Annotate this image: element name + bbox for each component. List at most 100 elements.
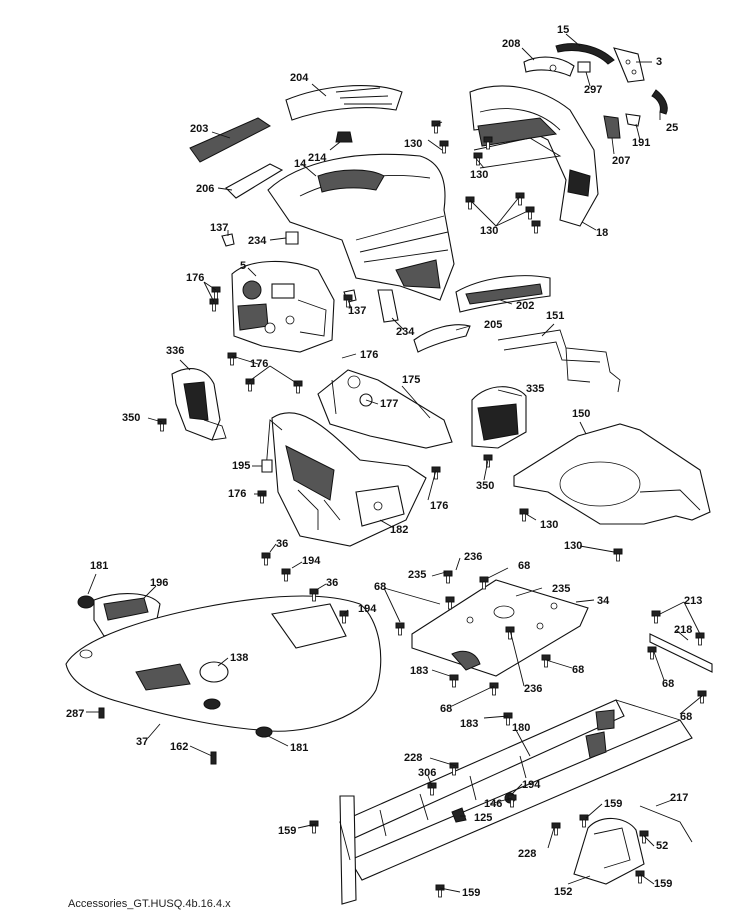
bolt-icon [465,196,475,210]
part-25-hook [651,89,668,115]
callout-36: 36 [326,577,339,589]
bolt-icon [157,418,167,432]
callout-177: 177 [380,398,399,410]
leader-lines [86,33,703,893]
part-297-bulb [577,61,591,73]
callout-195: 195 [232,460,251,472]
part-206-side-trim [225,163,284,199]
bolt-icon [309,820,319,834]
part-5-dashboard [231,260,335,353]
callout-335: 335 [526,383,545,395]
part-3-bracket [613,47,645,83]
callout-130: 130 [480,225,499,237]
bolt-icon [519,508,529,522]
bolt-icon [395,622,405,636]
callout-235: 235 [408,569,427,581]
part-191-clip [625,113,641,127]
bolt-icon [309,588,319,602]
callout-236: 236 [524,683,543,695]
bolt-icon [697,690,707,704]
callout-213: 213 [684,595,703,607]
callout-52: 52 [656,840,669,852]
callout-15: 15 [557,24,570,36]
callout-207: 207 [612,155,631,167]
callout-208: 208 [502,38,521,50]
callout-68: 68 [518,560,531,572]
callout-228: 228 [404,752,423,764]
part-181-grommet-b [255,726,273,738]
bolt-icon [281,568,291,582]
callout-68: 68 [440,703,453,715]
bolt-icon [551,822,561,836]
callout-204: 204 [290,72,309,84]
bolt-icon [483,136,493,150]
callout-183: 183 [410,665,429,677]
callout-68: 68 [662,678,675,690]
part-234-decal-a [285,231,299,245]
bolt-icon [431,120,441,134]
bolt-icon [445,596,455,610]
callout-14: 14 [294,158,307,170]
callout-130: 130 [540,519,559,531]
bolt-icon [439,140,449,154]
callout-194: 194 [522,779,541,791]
part-18-front-hood [469,85,599,227]
bolt-icon [209,298,219,312]
callout-68: 68 [680,711,693,723]
part-180-frame [339,699,693,905]
callout-130: 130 [470,169,489,181]
part-150-pan [513,423,711,525]
callout-214: 214 [308,152,327,164]
part-181-grommet-a [77,595,95,609]
callout-159: 159 [654,878,673,890]
callout-176: 176 [186,272,205,284]
footer-text: Accessories_GT.HUSQ.4b.16.4.x [68,898,231,910]
callout-194: 194 [358,603,377,615]
bolt-icon [257,490,267,504]
part-287-screw [98,707,105,719]
callout-68: 68 [572,664,585,676]
bolt-icon [635,870,645,884]
callout-151: 151 [546,310,565,322]
callout-228: 228 [518,848,537,860]
part-195-spacer [261,459,273,473]
part-34-mount-plate [411,579,589,677]
callout-287: 287 [66,708,85,720]
bolt-icon [211,286,221,300]
callout-181: 181 [290,742,309,754]
bolt-icon [245,378,255,392]
callout-130: 130 [564,540,583,552]
callout-68: 68 [374,581,387,593]
callout-205: 205 [484,319,503,331]
part-214-screw [335,131,353,143]
bolt-icon [261,552,271,566]
callout-180: 180 [512,722,531,734]
bolt-icon [449,674,459,688]
bolt-icon [651,610,661,624]
bolt-icon [503,712,513,726]
part-202-grille [455,275,551,313]
callout-25: 25 [666,122,679,134]
callout-176: 176 [250,358,269,370]
part-182-console [265,412,427,547]
bolt-icon [293,380,303,394]
fasteners [157,120,707,898]
part-151-bracket [497,329,621,393]
callout-234: 234 [248,235,267,247]
bolt-icon [579,814,589,828]
part-162-screw [210,751,217,765]
callout-3: 3 [656,56,663,68]
callout-34: 34 [597,595,610,607]
callout-234: 234 [396,326,415,338]
part-152-step [573,817,645,885]
part-335-side-shield [471,386,527,449]
part-204-hood-vent [285,85,403,121]
part-207-socket [603,115,621,139]
callout-175: 175 [402,374,421,386]
part-125-bracket [451,807,467,823]
callout-350: 350 [476,480,495,492]
part-203-side-panel [189,117,271,163]
callout-146: 146 [484,798,503,810]
callout-206: 206 [196,183,215,195]
